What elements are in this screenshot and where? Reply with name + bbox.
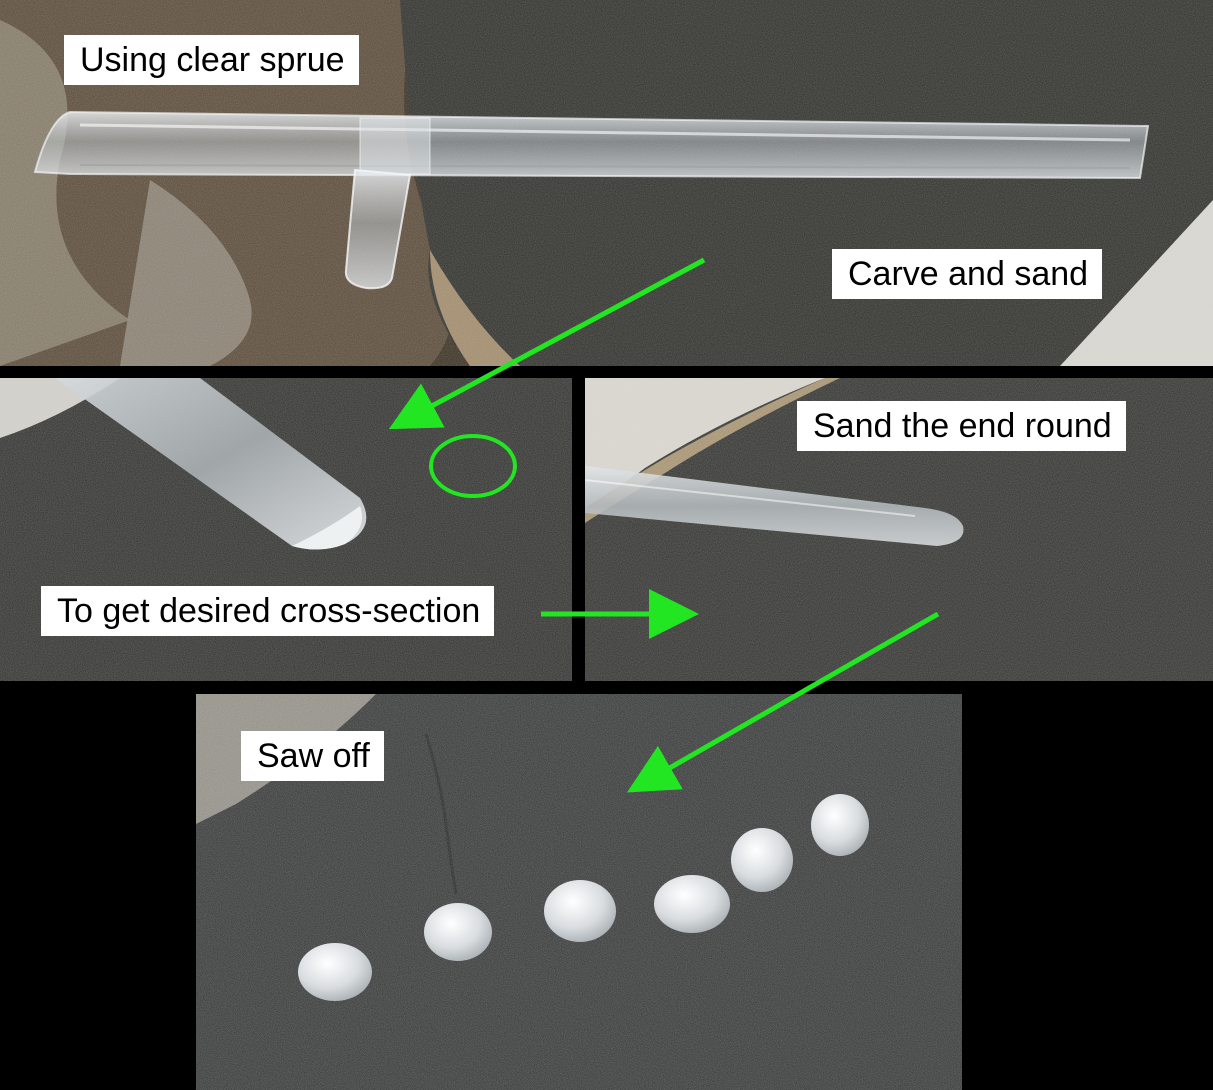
label-to-get-desired-cross-section: To get desired cross-section [41, 586, 495, 636]
bead-group [298, 794, 869, 1001]
label-using-clear-sprue: Using clear sprue [64, 35, 359, 85]
label-carve-and-sand: Carve and sand [832, 249, 1103, 299]
photo-panel-sprue: Using clear sprue Carve and sand [0, 0, 1213, 366]
bead-5 [731, 828, 793, 892]
label-sand-the-end-round: Sand the end round [797, 401, 1126, 451]
bead-3 [544, 880, 616, 942]
bead-6 [811, 794, 869, 856]
bead-2 [424, 903, 492, 961]
photo-panel-sand-end: Sand the end round [585, 378, 1213, 681]
label-saw-off: Saw off [241, 731, 384, 781]
bead-1 [298, 943, 372, 1001]
photo-panel-saw-off: Saw off [196, 694, 962, 1090]
photo-panel-cross-section: To get desired cross-section [0, 378, 572, 681]
bead-4 [654, 875, 730, 933]
